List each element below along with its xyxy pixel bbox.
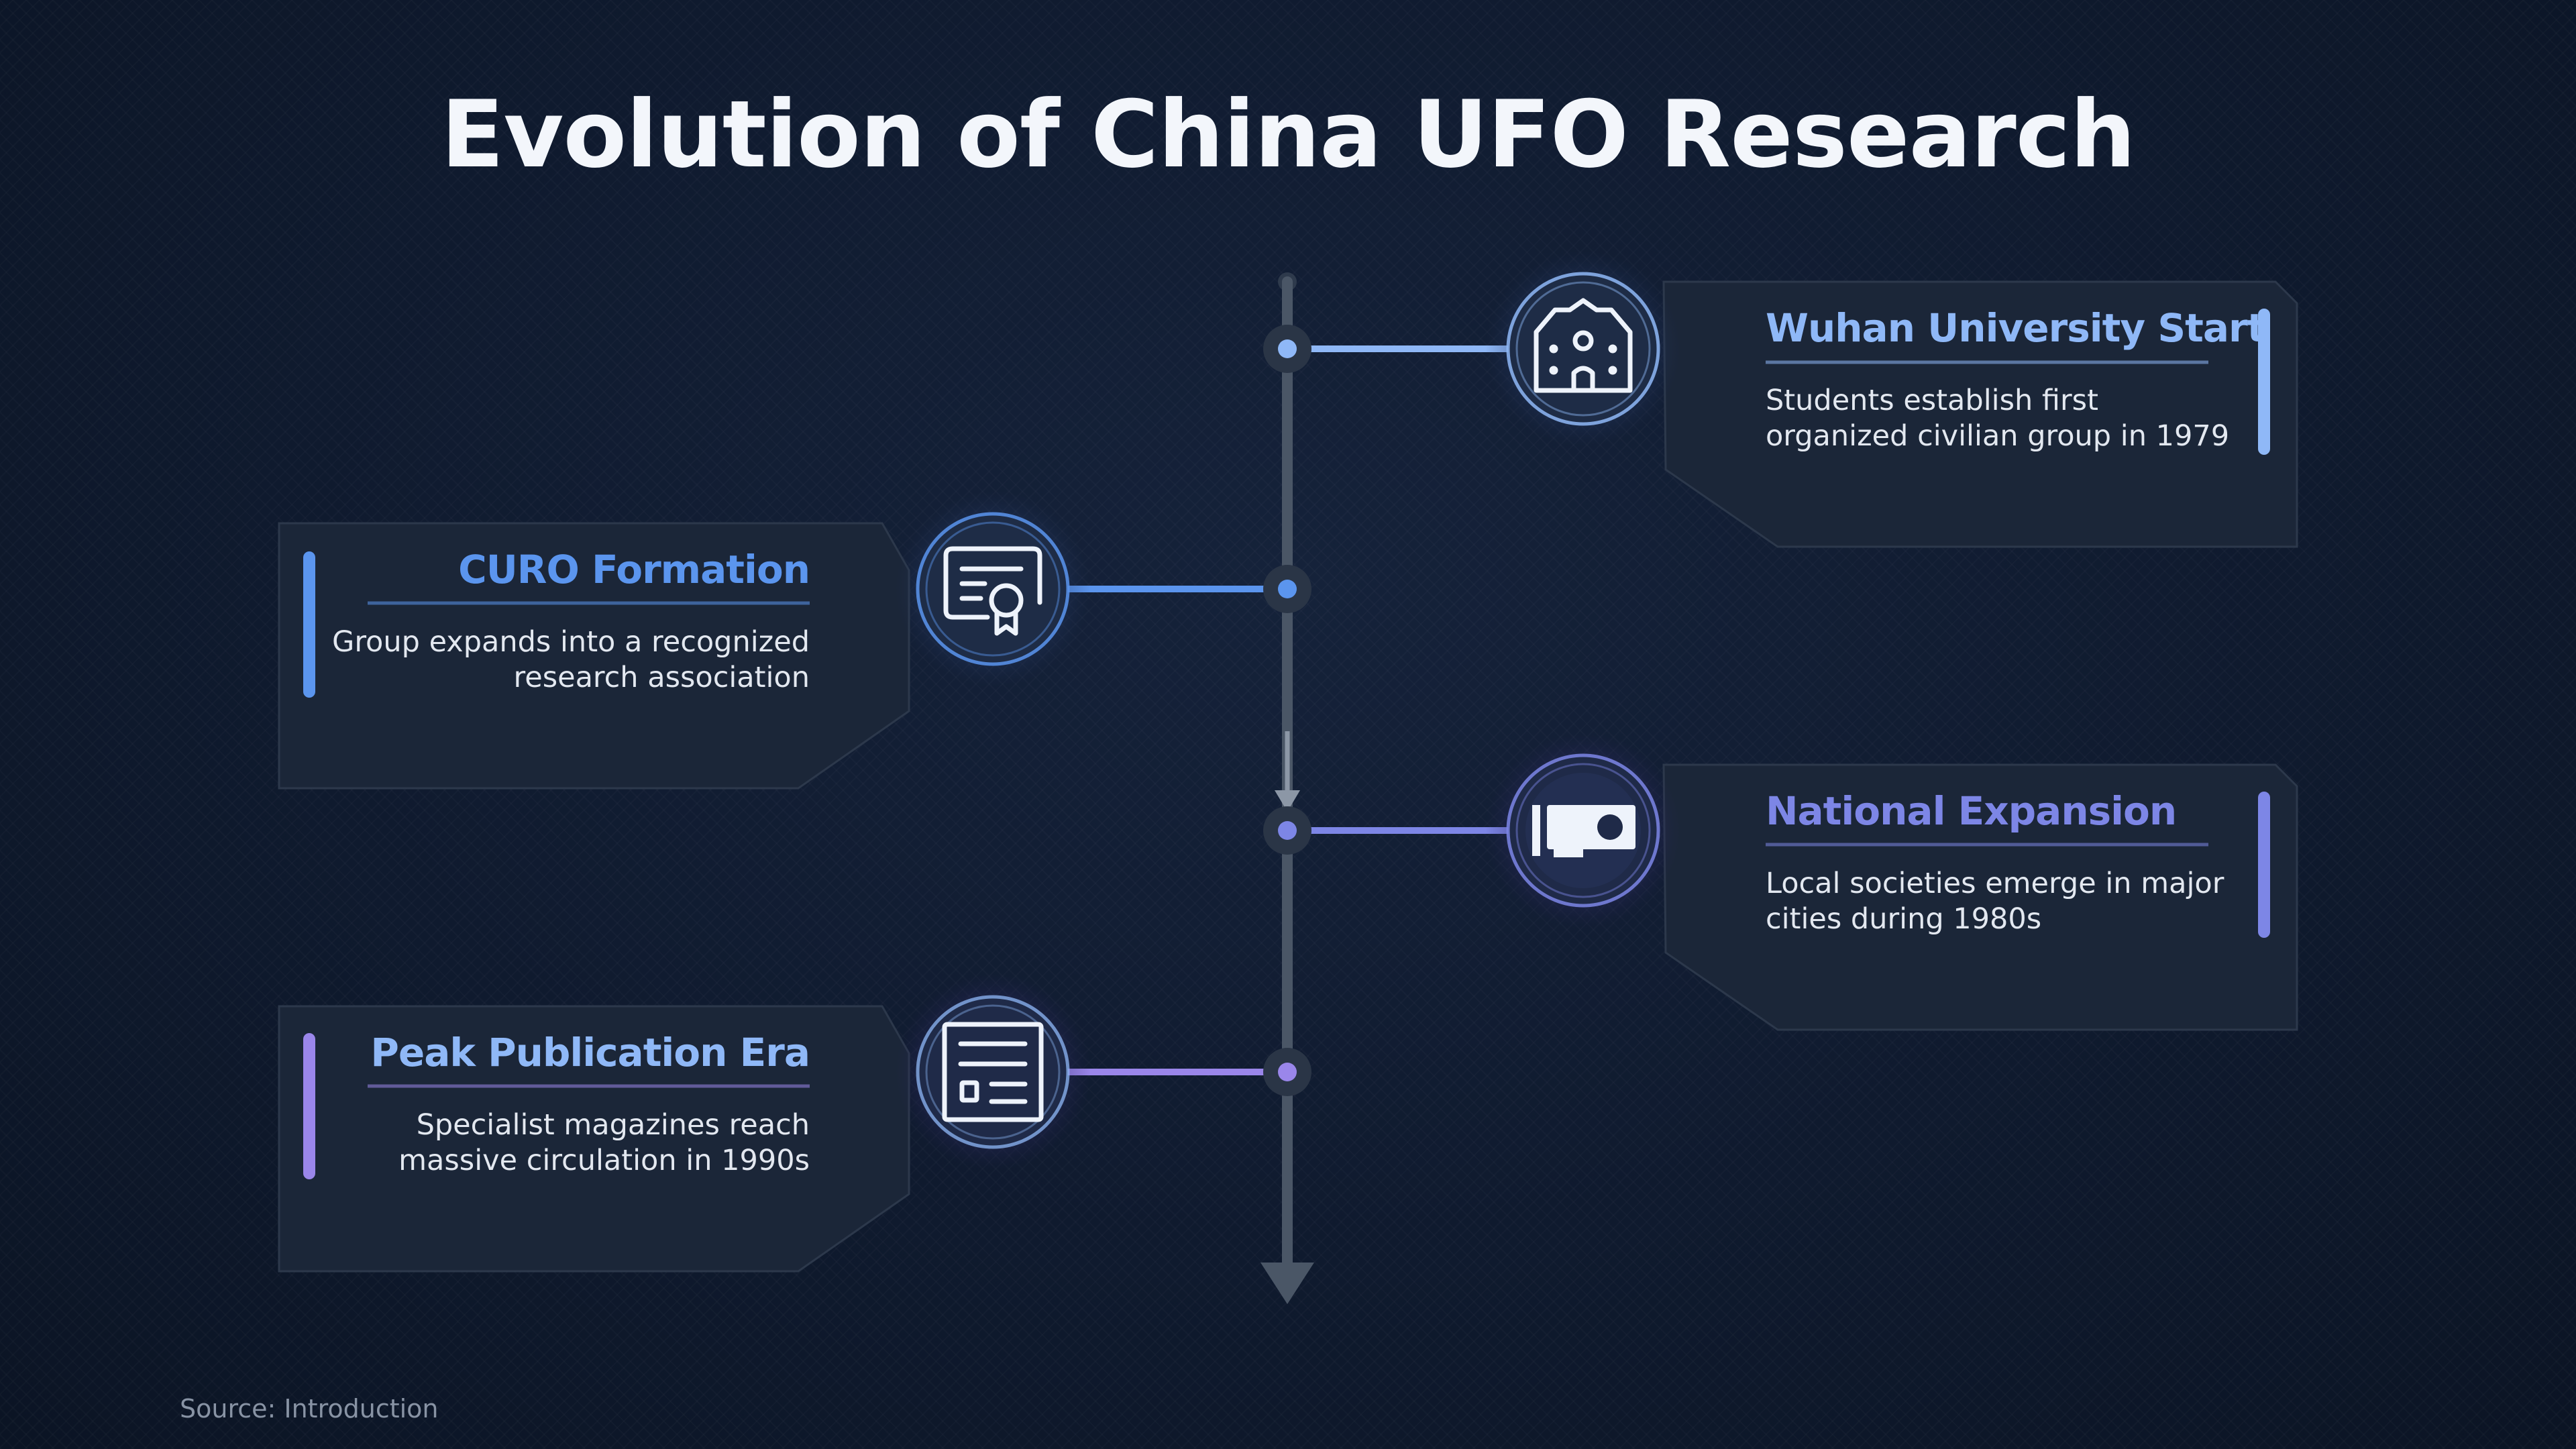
newspaper-icon xyxy=(942,1022,1044,1122)
description-line: Students establish first xyxy=(1766,384,2098,417)
card-accent-bar xyxy=(2258,792,2270,938)
timeline-spine xyxy=(1260,272,1314,1304)
description-line: research association xyxy=(513,661,810,694)
milestone-title: CURO Formation xyxy=(458,547,810,592)
milestone-description: Local societies emerge in major cities d… xyxy=(1766,866,2275,937)
milestone-description: Specialist magazines reach massive circu… xyxy=(300,1108,810,1179)
card-accent-bar xyxy=(303,1033,315,1179)
certificate-icon xyxy=(943,546,1042,636)
milestone-3 xyxy=(1263,733,2298,1031)
card-accent-bar xyxy=(2258,309,2270,455)
milestone-card xyxy=(278,522,910,790)
milestone-title: Wuhan University Start xyxy=(1766,305,2265,351)
milestone-2 xyxy=(278,491,1311,790)
milestone-card xyxy=(278,1005,910,1273)
card-accent-bar xyxy=(303,551,315,698)
source-note: Source: Introduction xyxy=(180,1394,439,1424)
description-line: massive circulation in 1990s xyxy=(398,1144,810,1177)
milestone-title: National Expansion xyxy=(1766,788,2177,834)
description-line: cities during 1980s xyxy=(1766,902,2042,936)
spine-end-arrow-icon xyxy=(1260,1263,1314,1304)
milestone-card xyxy=(1662,763,2298,1031)
description-line: Local societies emerge in major xyxy=(1766,867,2224,900)
milestone-4 xyxy=(278,974,1311,1273)
projector-icon xyxy=(1532,805,1635,857)
milestone-description: Group expands into a recognized research… xyxy=(300,625,810,696)
building-icon xyxy=(1534,298,1633,393)
milestone-title: Peak Publication Era xyxy=(370,1030,810,1075)
page-title: Evolution of China UFO Research xyxy=(441,80,2136,189)
milestone-card xyxy=(1662,280,2298,548)
milestone-1 xyxy=(1263,251,2298,548)
milestone-description: Students establish first organized civil… xyxy=(1766,383,2275,454)
description-line: Group expands into a recognized xyxy=(332,625,810,659)
description-line: Specialist magazines reach xyxy=(416,1108,810,1142)
spine-mid-arrow-icon xyxy=(1275,790,1300,812)
description-line: organized civilian group in 1979 xyxy=(1766,419,2230,453)
